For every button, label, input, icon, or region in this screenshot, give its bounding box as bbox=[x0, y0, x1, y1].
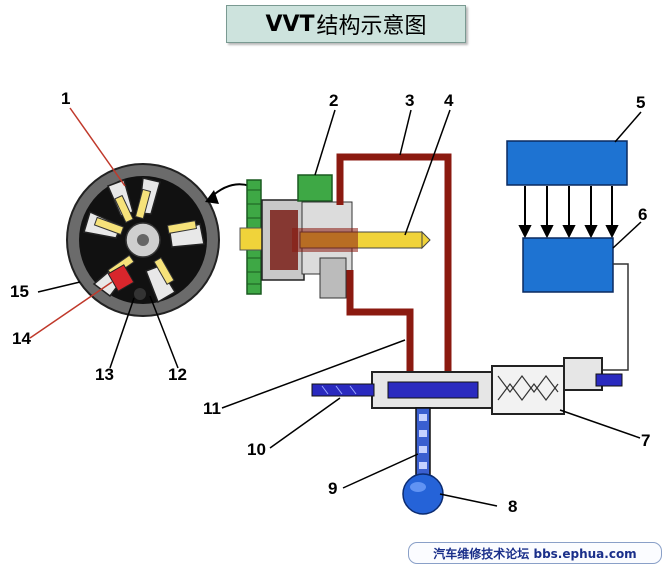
phaser-front-view bbox=[66, 163, 251, 317]
title-latin: VVT bbox=[265, 11, 315, 37]
callout-7: 7 bbox=[641, 431, 651, 450]
oil-lines bbox=[336, 153, 452, 376]
ecu-5 bbox=[506, 140, 628, 186]
leader-lines bbox=[29, 107, 642, 507]
callout-1: 1 bbox=[61, 89, 71, 108]
callout-9: 9 bbox=[328, 479, 338, 498]
callout-3: 3 bbox=[405, 91, 415, 110]
title-cn: 结构示意图 bbox=[316, 14, 427, 39]
phaser-side-view bbox=[239, 174, 431, 299]
callout-4: 4 bbox=[444, 91, 454, 110]
forum-watermark: 汽车维修技术论坛 bbs.ephua.com bbox=[408, 542, 662, 564]
callout-5: 5 bbox=[636, 93, 646, 112]
control-wire bbox=[596, 263, 629, 371]
solenoid-valve bbox=[311, 357, 623, 415]
callout-10: 10 bbox=[247, 440, 266, 459]
signal-arrows bbox=[518, 186, 619, 239]
oil-pump bbox=[402, 407, 444, 515]
callout-15: 15 bbox=[10, 282, 29, 301]
callout-8: 8 bbox=[508, 497, 518, 516]
callout-6: 6 bbox=[638, 205, 648, 224]
ecu-6 bbox=[522, 237, 614, 293]
callout-2: 2 bbox=[329, 91, 339, 110]
callout-13: 13 bbox=[95, 365, 114, 384]
callout-12: 12 bbox=[168, 365, 187, 384]
callout-11: 11 bbox=[203, 399, 221, 418]
callout-14: 14 bbox=[12, 329, 31, 348]
